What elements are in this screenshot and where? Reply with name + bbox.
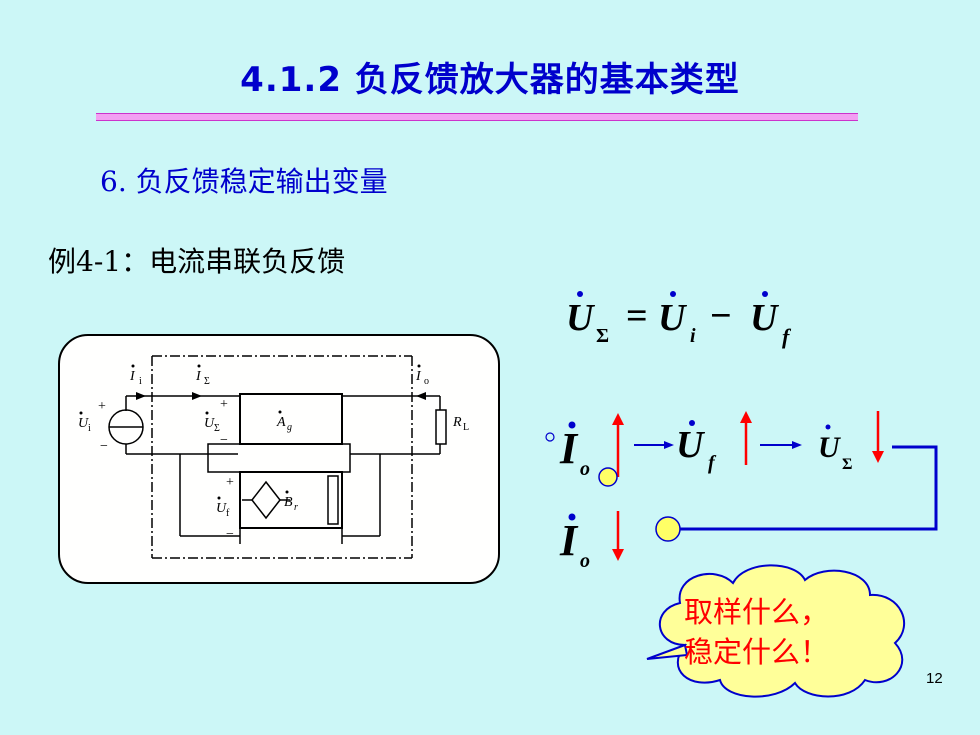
callout-cloud xyxy=(646,564,906,698)
eq-term2: U xyxy=(750,297,780,339)
label-br-sub: r xyxy=(294,502,298,513)
label-ui: U xyxy=(78,416,89,431)
callout-line-2: 稳定什么！ xyxy=(684,635,830,669)
feedback-chain: I o U f U Σ I o xyxy=(545,411,938,572)
label-minus-source: − xyxy=(100,439,108,454)
circuit-diagram: I i I Σ I o + U i − + U Σ − A g R L + U … xyxy=(78,355,469,559)
label-uf-sub: f xyxy=(226,508,230,519)
eq-equals: = xyxy=(626,295,648,337)
label-rl: R xyxy=(452,415,462,430)
callout-text: 取样什么， 稳定什么！ xyxy=(684,592,829,672)
label-usum-sub: Σ xyxy=(214,423,220,434)
chain-usum-sub: Σ xyxy=(842,456,852,473)
label-uf: U xyxy=(216,501,227,516)
chain-io-2: I xyxy=(559,516,579,565)
label-isum: I xyxy=(195,369,202,384)
eq-term1: U xyxy=(658,297,688,339)
title-underline xyxy=(96,113,858,121)
example-label: 例4-1：电流串联负反馈 xyxy=(48,245,346,278)
label-rl-sub: L xyxy=(463,422,469,433)
chain-io: I xyxy=(559,424,579,473)
eq-term1-sub: i xyxy=(690,325,696,347)
callout-line-1: 取样什么， xyxy=(684,595,830,629)
red-arrows xyxy=(612,411,884,561)
chain-usum: U xyxy=(818,431,841,464)
label-plus-amp: + xyxy=(220,397,228,412)
label-ii: I xyxy=(129,369,136,384)
label-plus-fb: + xyxy=(226,475,234,490)
label-ag-sub: g xyxy=(287,422,292,433)
label-plus-source: + xyxy=(98,399,106,414)
label-io-sub: o xyxy=(424,376,429,387)
label-ii-sub: i xyxy=(139,376,142,387)
chain-uf: U xyxy=(676,424,706,466)
label-br: B xyxy=(284,495,293,510)
feedback-equation: U Σ = U i − U f xyxy=(566,291,792,349)
chain-io-sub: o xyxy=(580,458,590,480)
loop-knob-icon xyxy=(655,516,681,542)
label-minus-amp: − xyxy=(220,433,228,448)
chain-uf-sub: f xyxy=(708,452,717,474)
eq-lhs-sub: Σ xyxy=(596,325,609,347)
start-knob-icon xyxy=(598,467,618,487)
label-isum-sub: Σ xyxy=(204,376,210,387)
eq-dots xyxy=(577,291,768,297)
circuit-dots xyxy=(79,364,421,500)
chain-dots xyxy=(568,420,831,521)
chain-io-2-sub: o xyxy=(580,550,590,572)
circuit-panel xyxy=(58,334,500,584)
slide-title: 4.1.2 负反馈放大器的基本类型 xyxy=(240,60,740,100)
start-marker-icon xyxy=(545,432,555,442)
eq-term2-sub: f xyxy=(782,324,792,349)
label-ag: A xyxy=(276,415,286,430)
label-usum: U xyxy=(204,416,215,431)
section-heading: 6. 负反馈稳定输出变量 xyxy=(100,165,388,198)
eq-lhs: U xyxy=(566,297,596,339)
label-io: I xyxy=(415,369,422,384)
eq-minus: − xyxy=(710,295,732,337)
page-number: 12 xyxy=(926,670,943,687)
label-minus-fb: − xyxy=(226,527,234,542)
label-ui-sub: i xyxy=(88,423,91,434)
